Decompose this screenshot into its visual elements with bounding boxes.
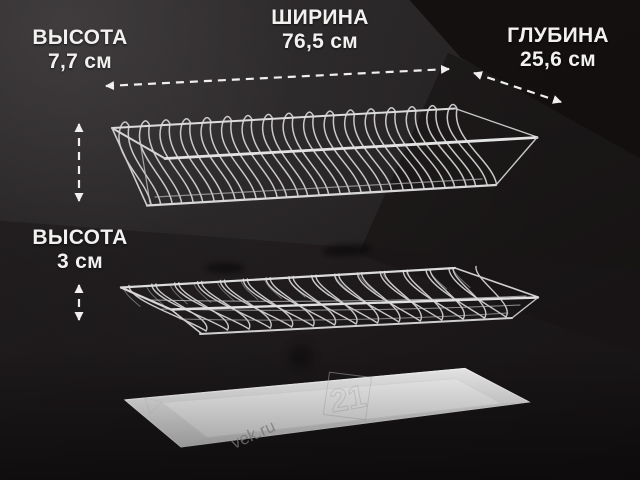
height-upper-dimension-label: ВЫСОТА 7,7 см	[14, 26, 146, 74]
mount-shadow-blob	[205, 263, 245, 273]
cup-rack-front-wires	[128, 265, 508, 332]
depth-value-text: 25,6 см	[519, 47, 597, 71]
watermark-logo: 21	[144, 371, 373, 421]
height-lower-value-text: 3 см	[57, 249, 103, 273]
width-label-text: ШИРИНА	[271, 6, 369, 29]
width-dimension-label: ШИРИНА 76,5 см	[248, 6, 392, 54]
upper-dish-rack	[111, 103, 539, 207]
tray-shadow-blob	[289, 344, 313, 368]
depth-dimension-label: ГЛУБИНА 25,6 см	[492, 24, 624, 72]
svg-text:21: 21	[327, 378, 368, 420]
height-lower-dimension-label: ВЫСОТА 3 см	[14, 226, 146, 274]
width-dimension-arrow	[105, 64, 450, 91]
height-lower-label-text: ВЫСОТА	[32, 226, 128, 249]
depth-label-text: ГЛУБИНА	[507, 24, 609, 47]
depth-dimension-arrow	[473, 71, 562, 104]
width-value-text: 76,5 см	[281, 29, 359, 53]
height-upper-label-text: ВЫСОТА	[32, 26, 128, 49]
height-upper-value-text: 7,7 см	[47, 49, 113, 73]
plate-divider-wires	[118, 103, 498, 205]
lower-cup-rack	[119, 265, 540, 335]
drip-tray: 21 vek.ru	[123, 367, 531, 453]
